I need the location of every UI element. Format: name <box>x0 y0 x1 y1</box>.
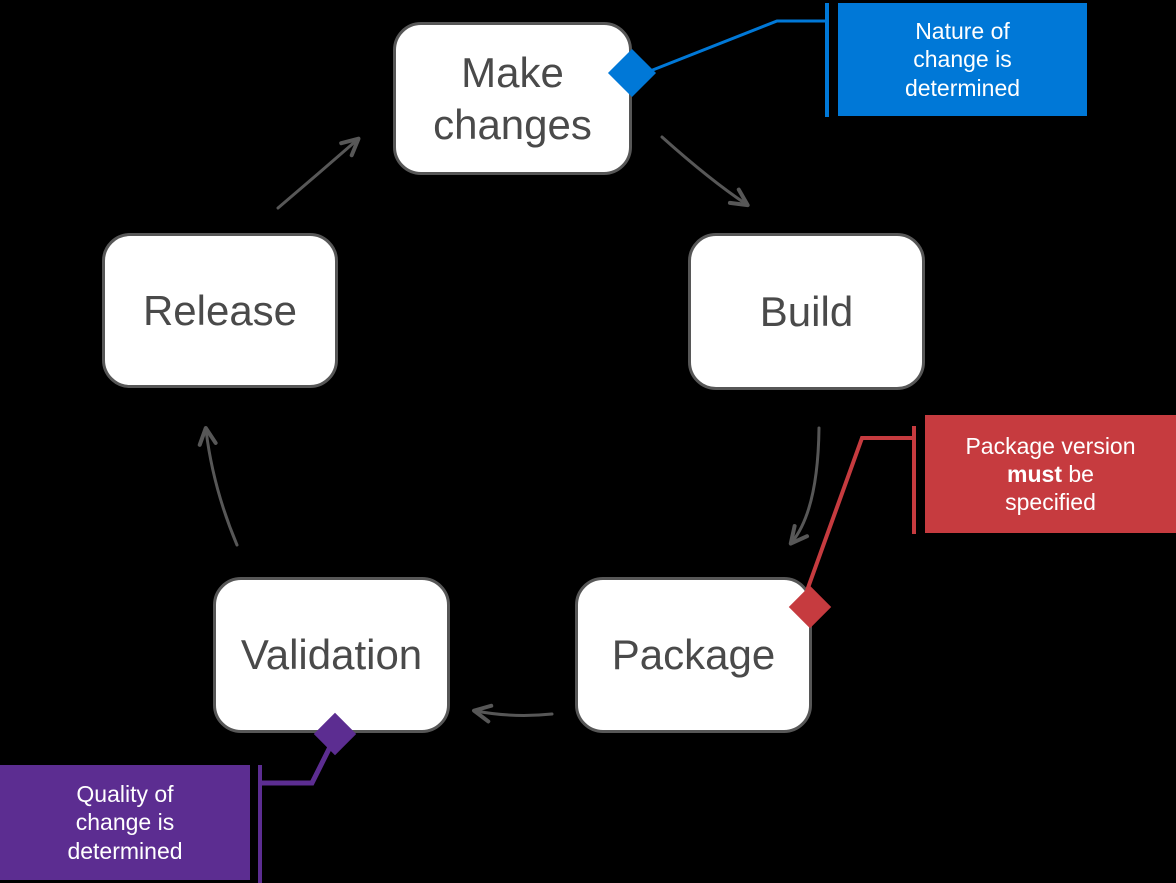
callout-nature-accent-bar <box>825 3 829 117</box>
callout-package-version-accent-bar <box>912 426 916 534</box>
callout-package-version-text: Package version must be specified <box>963 432 1138 516</box>
node-build-label: Build <box>759 287 854 335</box>
callout-package-version: Package version must be specified <box>925 415 1176 533</box>
arrow-validation-to-release <box>197 426 239 547</box>
callout-package-version-text-before: Package version <box>965 432 1136 459</box>
arrow-make-changes-to-build <box>660 135 750 208</box>
connector-nature-callout <box>639 19 827 77</box>
node-validation-label: Validation <box>240 631 423 679</box>
node-validation: Validation <box>213 577 450 733</box>
arrow-build-to-package <box>788 426 821 546</box>
arrow-release-to-make-changes <box>276 136 361 210</box>
callout-quality-text: Quality of change is determined <box>67 781 183 864</box>
callout-package-version-text-bold: must <box>1007 460 1062 487</box>
callout-quality-accent-bar <box>258 765 262 883</box>
node-make-changes: Make changes <box>393 22 632 175</box>
callout-package-version-text-after: be specified <box>1005 460 1096 516</box>
node-package: Package <box>575 577 812 733</box>
node-build: Build <box>688 233 925 390</box>
callout-nature-text: Nature of change is determined <box>904 18 1021 101</box>
connector-package-version-callout <box>798 436 913 611</box>
arrow-package-to-validation <box>472 703 554 724</box>
callout-nature-of-change: Nature of change is determined <box>838 3 1087 116</box>
callout-quality-of-change: Quality of change is determined <box>0 765 250 880</box>
node-package-label: Package <box>611 631 776 679</box>
node-release-label: Release <box>142 286 298 334</box>
node-make-changes-label: Make changes <box>433 49 592 148</box>
node-release: Release <box>102 233 338 388</box>
